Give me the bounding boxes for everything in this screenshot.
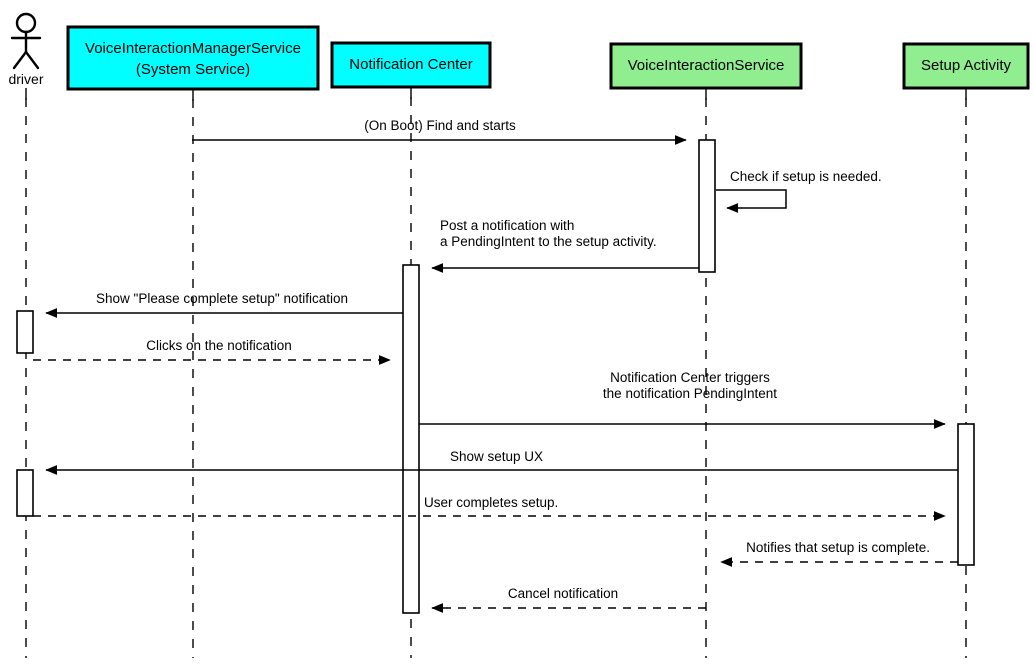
participant-head-vis[interactable]: VoiceInteractionService (609, 42, 803, 90)
message-label-m9: Notifies that setup is complete. (746, 540, 930, 555)
activation-bar-vis (698, 139, 716, 273)
message-m4[interactable]: Show "Please complete setup" notificatio… (45, 291, 403, 318)
message-m7[interactable]: Show setup UX (45, 449, 958, 475)
participant-box-setup_activity[interactable] (902, 42, 1030, 90)
message-label-m5: Clicks on the notification (146, 338, 292, 353)
message-label-m10: Cancel notification (508, 586, 618, 601)
actor-head-icon (15, 12, 37, 34)
participant-label-vims: VoiceInteractionManagerService (85, 40, 301, 57)
message-m1[interactable]: (On Boot) Find and starts (192, 118, 687, 145)
participant-box-vims[interactable] (66, 25, 320, 91)
actor-leg-left-icon (12, 50, 28, 70)
message-m9[interactable]: Notifies that setup is complete. (720, 540, 958, 567)
participant-label-vis: VoiceInteractionService (628, 57, 785, 74)
message-label-m1: (On Boot) Find and starts (364, 118, 516, 133)
message-m10[interactable]: Cancel notification (431, 586, 706, 613)
message-label-m8: User completes setup. (424, 495, 558, 510)
actor-label-driver: driver (8, 71, 43, 87)
activation-bar-driver (16, 310, 34, 354)
participant-head-vims[interactable]: VoiceInteractionManagerService (System Se… (66, 25, 320, 91)
participant-head-driver[interactable]: driver (8, 12, 44, 87)
participant-label-setup_activity: Setup Activity (921, 57, 1012, 74)
message-label-m2: Check if setup is needed. (730, 169, 882, 184)
message-m8[interactable]: User completes setup. (33, 495, 946, 521)
participant-box-vis[interactable] (609, 42, 803, 90)
message-m5[interactable]: Clicks on the notification (33, 338, 391, 365)
participant-heads-layer: driver VoiceInteractionManagerService (Sys… (8, 12, 1030, 91)
activation-bar-setup_activity (957, 423, 975, 566)
participant-box-notification_center[interactable] (330, 41, 492, 89)
activations-layer (16, 139, 975, 614)
participant-label-notification_center: Notification Center (349, 56, 472, 73)
message-label-m4: Show "Please complete setup" notificatio… (96, 291, 348, 306)
actor-leg-right-icon (24, 50, 40, 70)
participant-sublabel-vims: (System Service) (136, 61, 250, 78)
message-m2[interactable]: Check if setup is needed. (716, 169, 882, 213)
participant-head-setup_activity[interactable]: Setup Activity (902, 42, 1030, 90)
message-label-m7: Show setup UX (450, 449, 543, 464)
participant-head-notification_center[interactable]: Notification Center (330, 41, 492, 89)
activation-bar-notification_center (402, 264, 420, 614)
activation-bar-driver (16, 469, 34, 517)
message-arrow-self-m2 (716, 189, 787, 213)
